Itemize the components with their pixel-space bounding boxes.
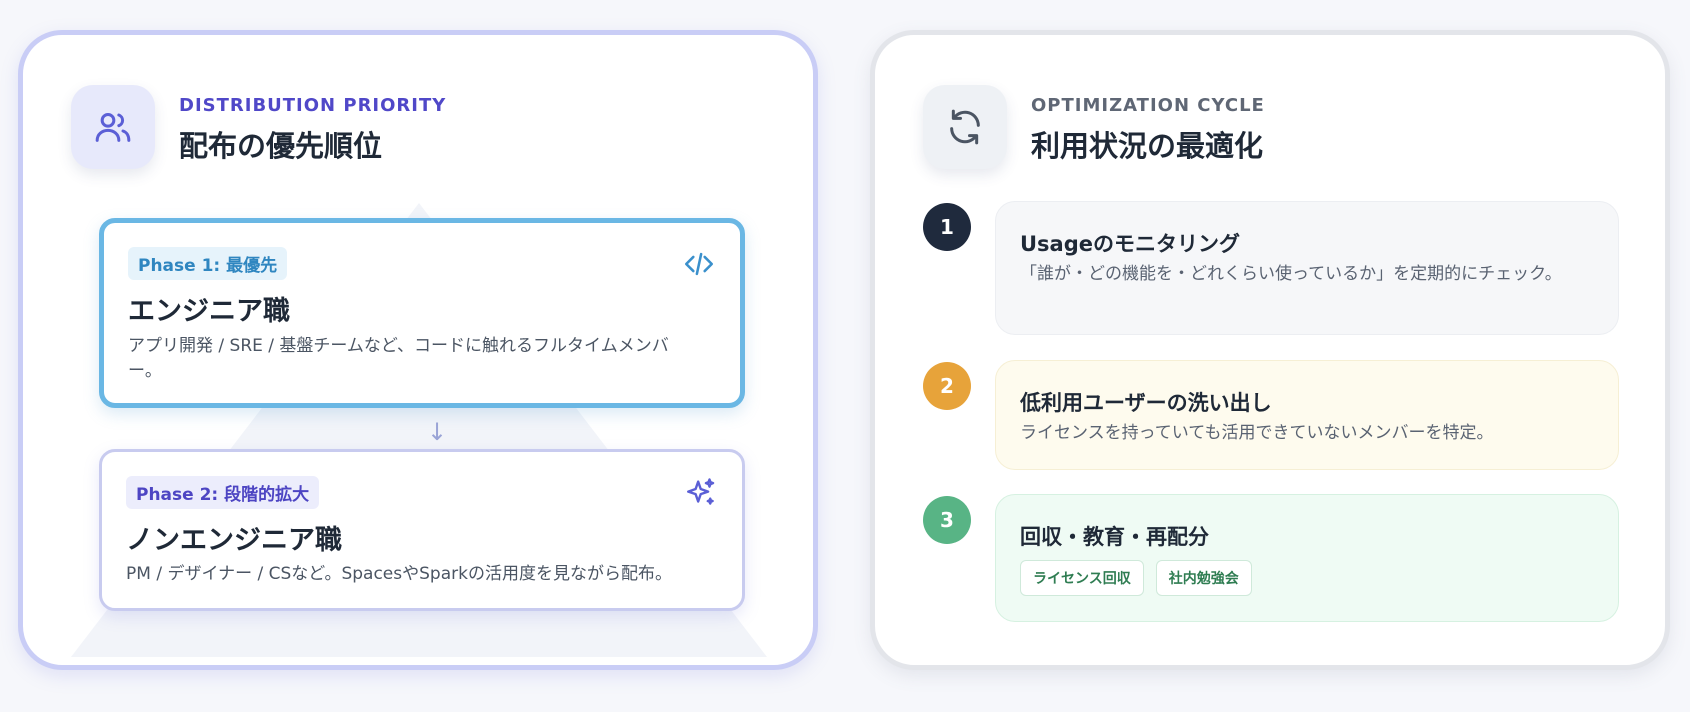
phase-1-card: Phase 1: 最優先 エンジニア職 アプリ開発 / SRE / 基盤チームな… [99,218,745,408]
panel-eyebrow: OPTIMIZATION CYCLE [1031,95,1265,116]
step-title: Usageのモニタリング [1020,232,1240,256]
step-card: 低利用ユーザーの洗い出し ライセンスを持っていても活用できていないメンバーを特定… [995,360,1619,470]
phase-badge: Phase 2: 段階的拡大 [126,476,320,509]
refresh-icon [923,85,1007,169]
step-number-badge: 3 [923,496,971,544]
tag-study-session: 社内勉強会 [1155,560,1252,596]
step-card: 回収・教育・再配分 ライセンス回収 社内勉強会 [995,494,1619,622]
optimization-cycle-panel: OPTIMIZATION CYCLE 利用状況の最適化 1 Usageのモニタリ… [870,30,1670,670]
arrow-down-icon: ↓ [427,418,448,446]
step-number-badge: 2 [923,362,971,410]
phase-description: PM / デザイナー / CSなど。SpacesやSparkの活用度を見ながら配… [126,564,672,584]
panel-title: 配布の優先順位 [179,129,383,163]
step-card: Usageのモニタリング 「誰が・どの機能を・どれくらい使っているか」を定期的に… [995,201,1619,335]
step-title: 回収・教育・再配分 [1020,525,1209,549]
step-title: 低利用ユーザーの洗い出し [1020,391,1272,415]
panel-title: 利用状況の最適化 [1031,129,1264,163]
tag-license-recovery: ライセンス回収 [1020,560,1144,596]
phase-2-card: Phase 2: 段階的拡大 ノンエンジニア職 PM / デザイナー / CSな… [99,449,745,611]
phase-description: アプリ開発 / SRE / 基盤チームなど、コードに触れるフルタイムメンバー。 [128,336,669,381]
sparkles-icon [684,476,718,510]
step-number-badge: 1 [923,203,971,251]
code-icon [682,247,716,281]
tag-list: ライセンス回収 社内勉強会 [1020,560,1252,596]
distribution-priority-panel: DISTRIBUTION PRIORITY 配布の優先順位 Phase 1: 最… [18,30,818,670]
phase-badge: Phase 1: 最優先 [128,247,288,280]
phase-title: ノンエンジニア職 [126,525,342,556]
users-icon [71,85,155,169]
phase-title: エンジニア職 [128,296,290,327]
panel-eyebrow: DISTRIBUTION PRIORITY [179,95,447,116]
step-description: ライセンスを持っていても活用できていないメンバーを特定。 [1020,423,1494,443]
step-description: 「誰が・どの機能を・どれくらい使っているか」を定期的にチェック。 [1020,264,1562,284]
